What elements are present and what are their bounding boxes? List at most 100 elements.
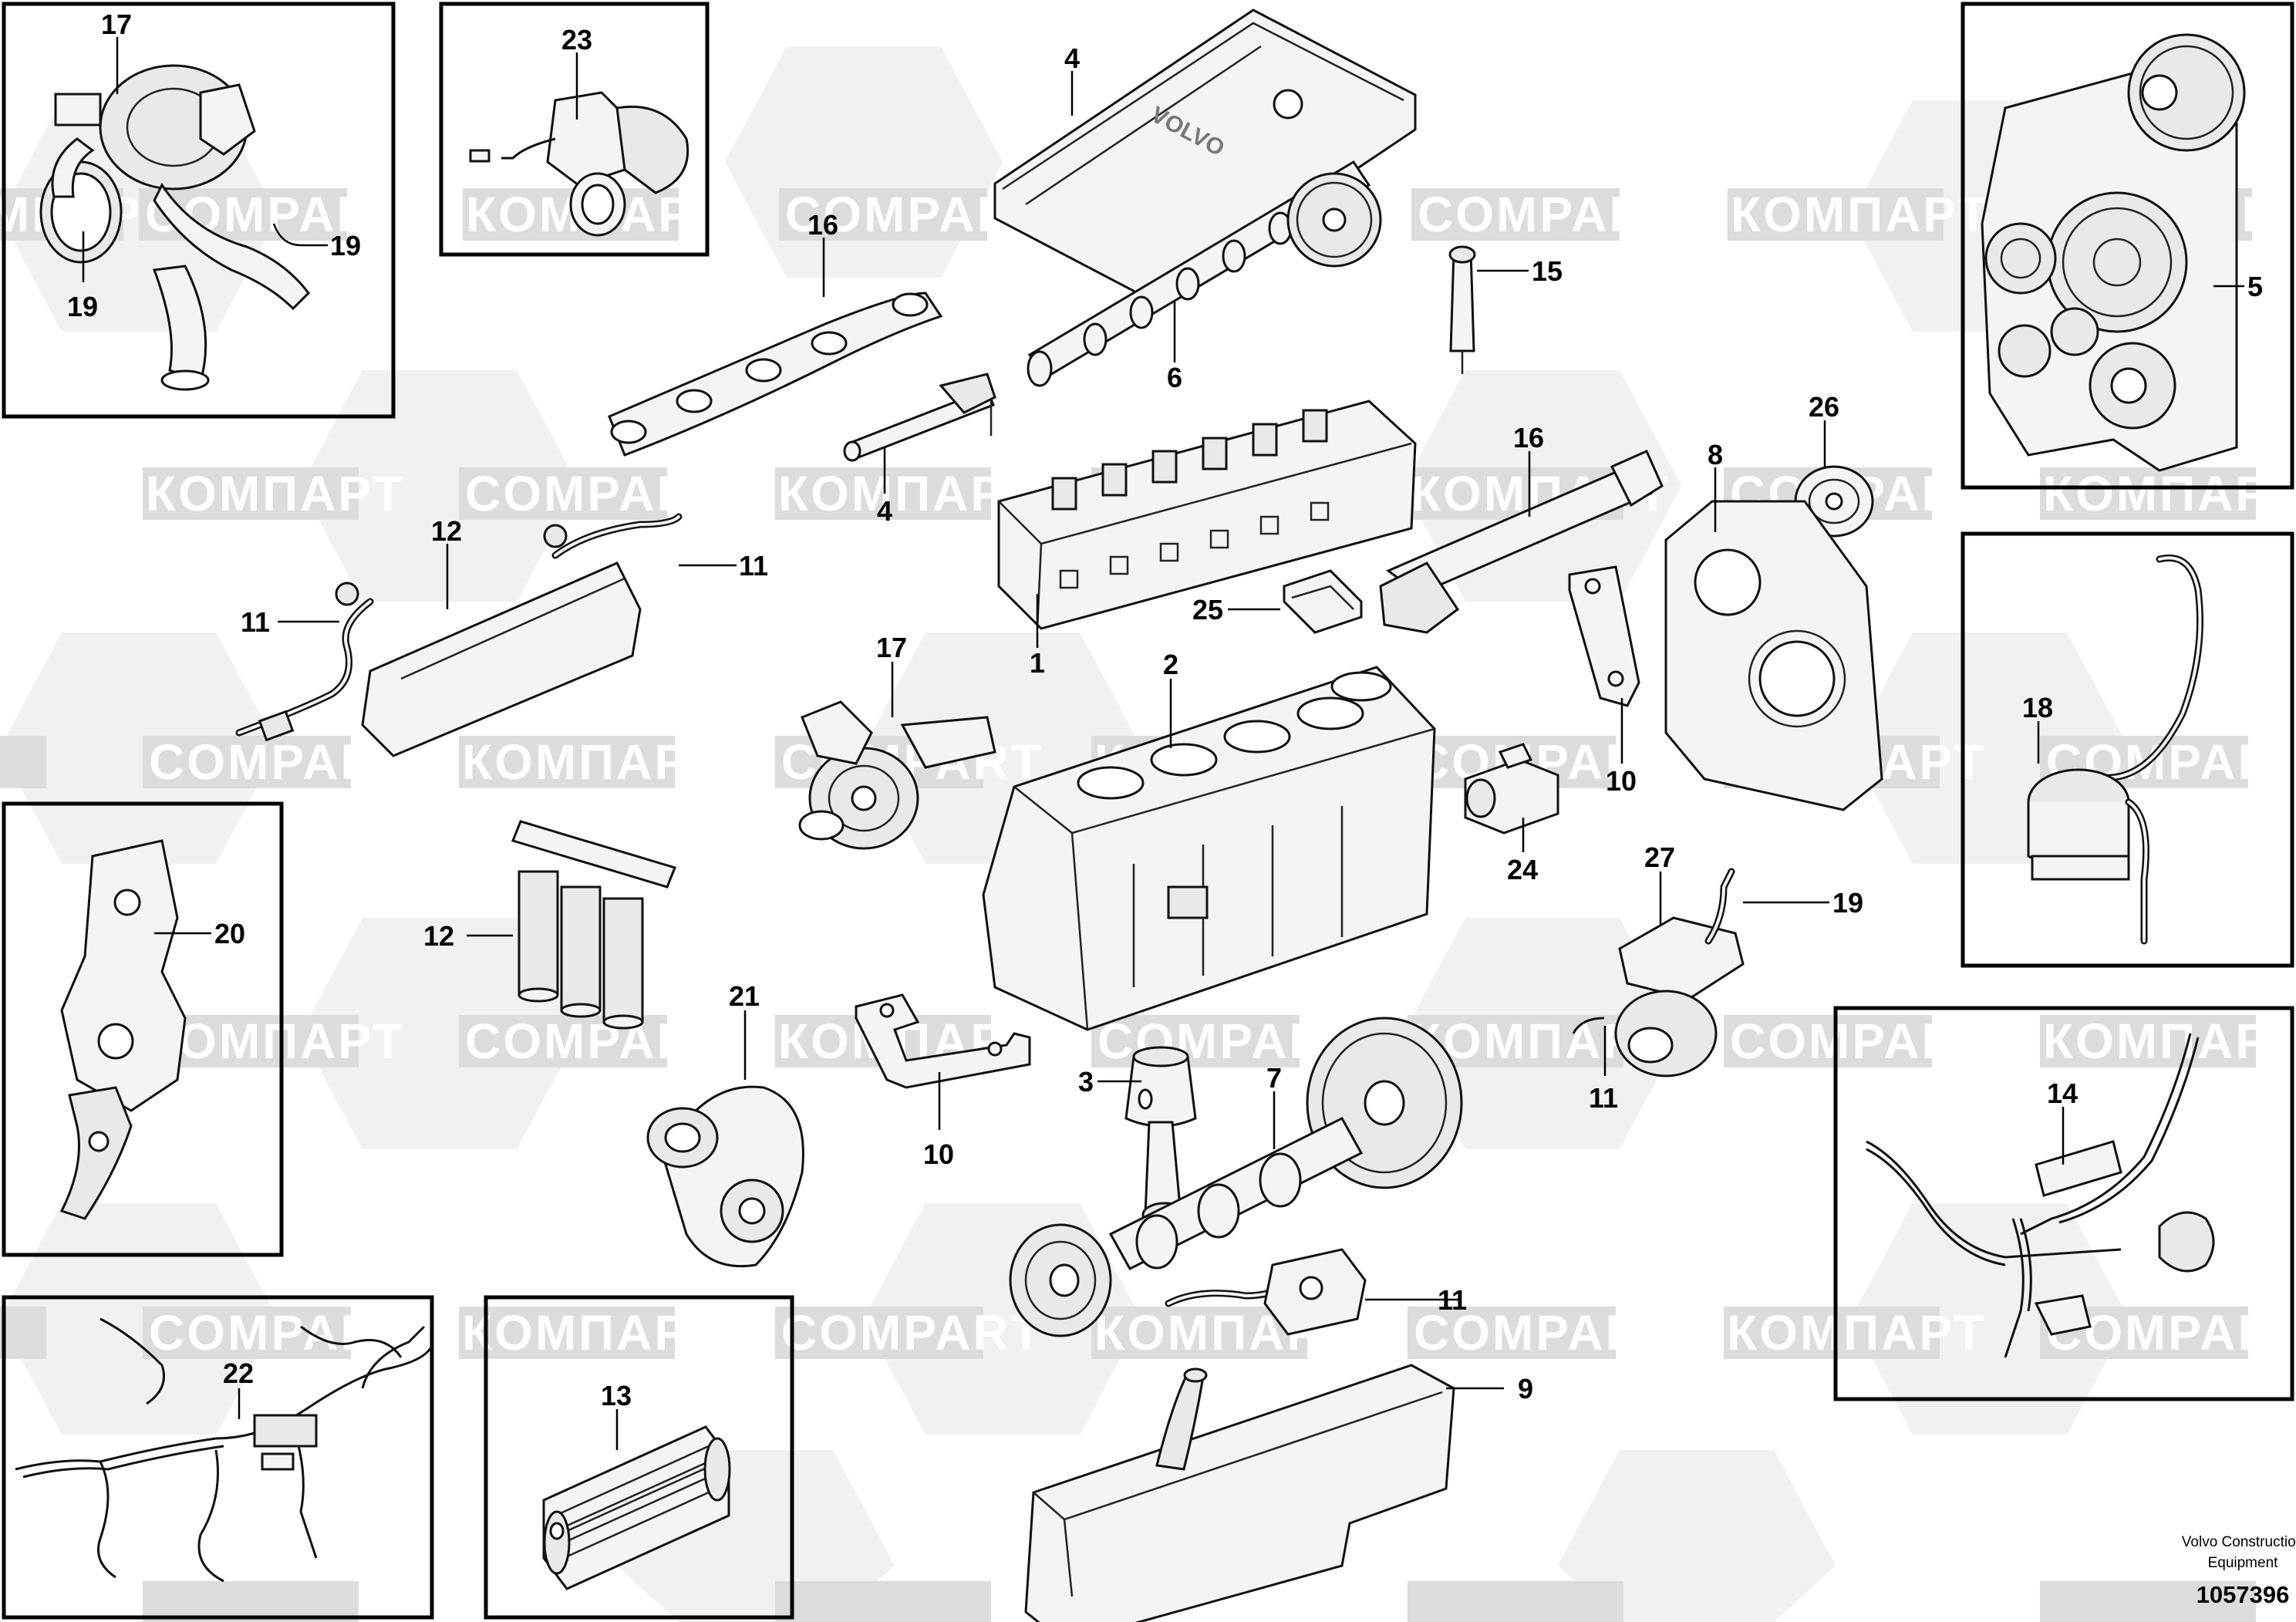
callout-7: 7 (1266, 1062, 1282, 1094)
callout-21: 21 (729, 980, 760, 1012)
watermark-text: COMPART (1418, 187, 1680, 242)
valve-cover: VOLVO (993, 8, 1417, 305)
watermark-row-6 (143, 1581, 2256, 1622)
watermark-text: КОМПАРТ (778, 466, 1037, 521)
support-bracket (855, 993, 1031, 1089)
turbocharger (798, 700, 996, 850)
inset-wiring-harness-22 (2, 1295, 434, 1620)
callout-19-mid: 19 (1832, 887, 1863, 919)
inset-turbocharger-17 (2, 2, 396, 419)
callout-14: 14 (2047, 1077, 2078, 1109)
oil-module-assembly (235, 513, 683, 757)
watermark-row-5: COMPART КОМПАРТ COMPART КОМПАРТ COMPART … (0, 1305, 2296, 1361)
callout-17-mid: 17 (876, 632, 907, 663)
drawing-number: 1057396 (2197, 1581, 2290, 1608)
watermark-row-4: КОМПАРТ COMPART КОМПАРТ COMPART КОМПАРТ … (143, 1013, 2296, 1069)
callout-18: 18 (2022, 692, 2053, 723)
inset-timing-gears-5 (1961, 2, 2294, 490)
leader-lines (82, 37, 2244, 1450)
starter-motor (1464, 743, 1559, 835)
crankcase-breather (2027, 554, 2203, 945)
exhaust-manifold (608, 292, 943, 457)
control-module-25 (1283, 569, 1363, 634)
watermark-text: КОМПАРТ (462, 734, 721, 790)
turbo-actuator (469, 91, 689, 237)
callouts: 17 19 19 23 4 16 15 5 6 4 26 16 8 12 11 … (67, 8, 2263, 1411)
callout-26: 26 (1809, 391, 1839, 423)
rocker-shaft (843, 373, 996, 462)
callout-27: 27 (1644, 841, 1675, 873)
fuel-filter-assembly (511, 820, 677, 1030)
cylinder-head (997, 400, 1417, 630)
camshaft (1027, 160, 1382, 387)
watermark-text: COMPART (149, 1305, 411, 1361)
oil-sump (1024, 1364, 1455, 1622)
callout-3: 3 (1078, 1066, 1094, 1098)
fuel-line-set (1866, 1033, 2215, 1358)
piston-connecting-rod (1124, 1046, 1197, 1228)
callout-16-left: 16 (807, 209, 838, 241)
watermark-text: КОМПАРТ (2043, 466, 2296, 521)
callout-19-left: 19 (67, 291, 98, 322)
watermark-text: КОМПАРТ (146, 1013, 405, 1069)
oil-cooler (542, 1425, 731, 1590)
injector (1448, 245, 1476, 374)
watermark-text: COMPART (781, 1305, 1043, 1361)
watermark-text: COMPART (149, 734, 411, 790)
watermark-text: КОМПАРТ (462, 1305, 721, 1361)
watermark-text: КОМПАРТ (146, 466, 405, 521)
watermark-text: COMPART (465, 466, 727, 521)
callout-4-mid: 4 (877, 495, 892, 527)
watermark-hexagons (0, 46, 2129, 1622)
callout-9: 9 (1518, 1373, 1533, 1404)
callout-15: 15 (1532, 255, 1563, 287)
watermark-text: COMPART (1730, 1013, 1992, 1069)
drawing-footer: Volvo Construction Equipment 1057396 (2182, 1534, 2296, 1608)
manufacturer-line-1: Volvo Construction (2182, 1534, 2296, 1550)
crankshaft (1009, 1017, 1463, 1337)
callout-8: 8 (1708, 439, 1723, 470)
watermark-text: COMPART (1414, 1305, 1676, 1361)
callout-10-low: 10 (923, 1138, 954, 1170)
callout-5: 5 (2247, 271, 2263, 302)
callout-11-right: 11 (739, 550, 768, 582)
engine-block (982, 666, 1436, 1031)
turbocharger-assembly (39, 64, 310, 391)
oil-pump-assembly (1165, 1248, 1367, 1336)
manufacturer-line-2: Equipment (2208, 1555, 2279, 1571)
coolant-pump-assembly (646, 1085, 804, 1268)
watermark-text: КОМПАРТ (1731, 187, 1990, 242)
callout-11-low: 11 (1589, 1082, 1618, 1114)
timing-gear-train (1981, 33, 2246, 472)
callout-17-top: 17 (101, 8, 132, 40)
callout-10-right: 10 (1606, 765, 1637, 797)
callout-16-right: 16 (1513, 422, 1544, 454)
callout-22: 22 (223, 1357, 254, 1389)
air-compressor (1572, 868, 1745, 1077)
inset-oil-cooler-13 (484, 1295, 794, 1620)
intake-manifold (1379, 450, 1664, 634)
watermark-text: COMPART (465, 1013, 727, 1069)
callout-4-top: 4 (1064, 42, 1080, 74)
inset-fuel-lines-14 (1833, 1006, 2294, 1401)
callout-24: 24 (1507, 854, 1538, 885)
callout-13: 13 (601, 1380, 632, 1411)
callout-1: 1 (1030, 647, 1045, 679)
callout-2: 2 (1163, 649, 1178, 680)
callout-11-left: 11 (241, 606, 270, 638)
watermark-text: КОМПАРТ (2043, 1013, 2296, 1069)
callout-19-right: 19 (330, 230, 361, 261)
engine-bracket (1568, 565, 1640, 707)
callout-12-top: 12 (431, 515, 462, 547)
callout-20: 20 (214, 918, 245, 949)
callout-6: 6 (1167, 362, 1182, 393)
inset-oil-filter-housing-20 (2, 801, 284, 1257)
callout-12-mid: 12 (423, 920, 454, 952)
inset-actuator-23 (439, 2, 710, 257)
callout-25: 25 (1192, 594, 1223, 626)
oil-filter-housing (59, 839, 187, 1220)
callout-11-bottom: 11 (1438, 1284, 1467, 1316)
timing-gear-cover (1664, 500, 1883, 811)
